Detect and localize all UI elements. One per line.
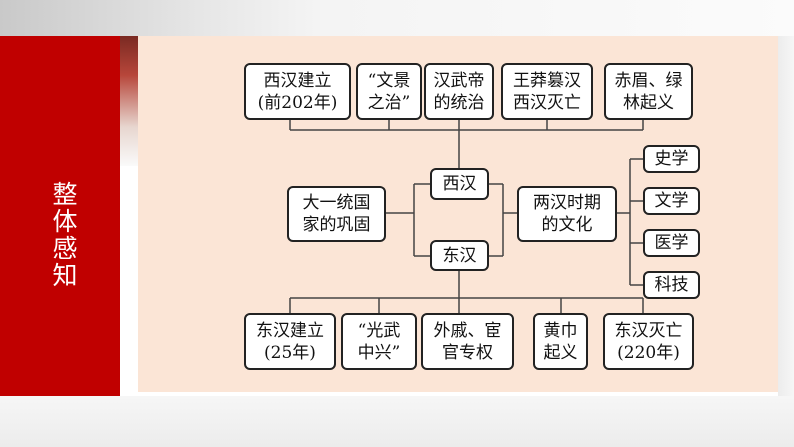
node-guangwu-restoration: “光武 中兴” [341, 313, 417, 370]
node-culture-medicine: 医学 [643, 229, 700, 257]
node-xihan-founding: 西汉建立 (前202年) [244, 63, 351, 120]
node-donghan: 东汉 [430, 240, 489, 271]
node-xihan: 西汉 [430, 168, 489, 200]
sidebar-panel: 整体感知 [0, 36, 120, 396]
node-wangmang-usurpation: 王莽篡汉 西汉灭亡 [501, 63, 593, 120]
node-donghan-founding: 东汉建立 (25年) [244, 313, 336, 370]
background-bottom-band [0, 396, 794, 447]
node-culture: 两汉时期 的文化 [517, 186, 617, 242]
node-yellow-turban-uprising: 黄巾 起义 [533, 313, 588, 370]
background-top-banner [0, 0, 794, 36]
node-culture-literature: 文学 [643, 187, 700, 215]
node-wenjing-rule: “文景 之治” [356, 63, 422, 120]
node-consort-eunuch-power: 外戚、宦 官专权 [421, 313, 514, 370]
sidebar-title: 整体感知 [49, 181, 78, 289]
background-right-edge [778, 36, 794, 396]
node-culture-technology: 科技 [643, 271, 700, 299]
node-wudi-rule: 汉武帝 的统治 [424, 63, 494, 120]
node-unification: 大一统国 家的巩固 [287, 186, 386, 242]
node-culture-history: 史学 [643, 145, 700, 173]
node-chimei-lulin-uprising: 赤眉、绿 林起义 [604, 63, 693, 120]
node-donghan-fall: 东汉灭亡 (220年) [603, 313, 694, 370]
